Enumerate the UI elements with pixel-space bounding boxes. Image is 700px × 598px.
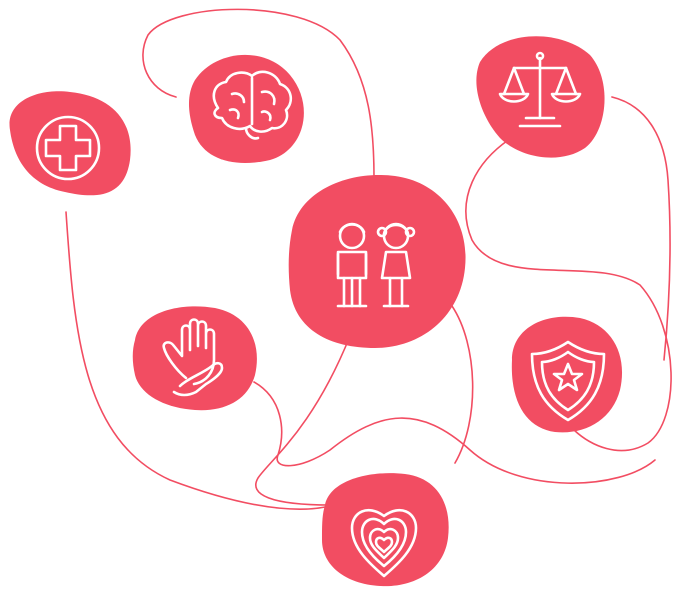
node-justice [476,36,605,158]
connector-support-protection [253,381,656,484]
blob-children [288,174,466,348]
node-support [132,306,257,411]
blob-mind [188,54,304,163]
node-medical [9,91,131,196]
brain-icon [212,70,293,140]
connector-justice-right [611,96,671,361]
node-children [288,174,466,348]
children-icon [336,222,416,308]
node-love [322,473,449,587]
node-mind [188,54,304,163]
node-protection [511,316,623,433]
helping-hands-icon [162,318,224,397]
connectors [65,8,672,510]
layered-hearts-icon [350,509,418,578]
connector-children-support [255,335,351,506]
connector-medical-love [65,211,356,510]
connector-children-love [451,305,474,464]
connector-brain-children [142,8,375,179]
scales-of-justice-icon [498,51,582,128]
medical-cross-icon [35,115,101,181]
blob-protection [511,316,623,433]
connector-justice-protection [465,134,672,452]
blob-medical [9,91,131,196]
shield-star-icon [530,340,606,422]
blob-support [132,306,257,411]
